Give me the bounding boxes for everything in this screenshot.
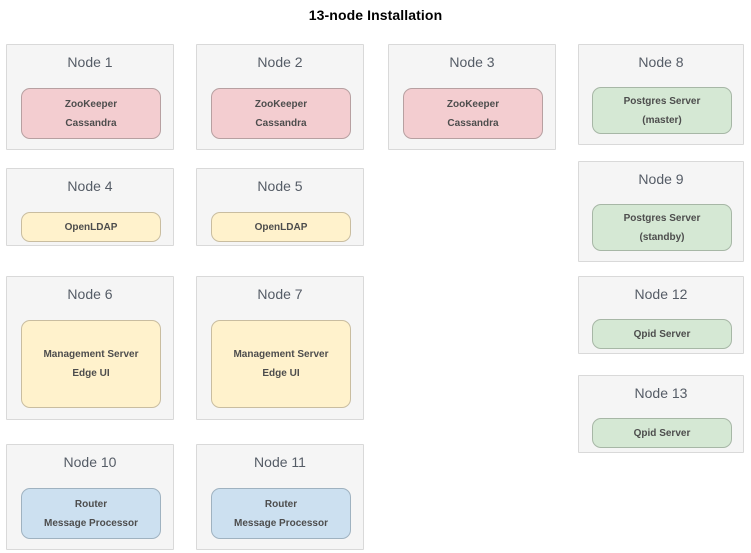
node-card-node-4[interactable]: Node 4 OpenLDAP <box>6 168 174 246</box>
service-label: ZooKeeper <box>446 98 500 110</box>
node-label: Node 5 <box>257 178 303 194</box>
service-label: Message Processor <box>234 517 328 529</box>
service-label: OpenLDAP <box>254 221 308 233</box>
service-label: Qpid Server <box>633 328 691 340</box>
service-label: Qpid Server <box>633 427 691 439</box>
service-label: OpenLDAP <box>64 221 118 233</box>
node-label: Node 11 <box>254 454 306 470</box>
node-label: Node 1 <box>67 54 113 70</box>
node-label: Node 8 <box>638 54 684 70</box>
node-label: Node 2 <box>257 54 303 70</box>
service-box[interactable]: Postgres Server (master) <box>592 87 732 134</box>
service-box[interactable]: Postgres Server (standby) <box>592 204 732 251</box>
service-box[interactable]: Qpid Server <box>592 319 732 349</box>
node-label: Node 13 <box>634 385 688 401</box>
service-label: Edge UI <box>72 368 110 379</box>
service-label: Management Server <box>43 349 139 360</box>
node-label: Node 7 <box>257 286 303 302</box>
service-label: ZooKeeper <box>254 98 308 110</box>
service-label: ZooKeeper <box>64 98 118 110</box>
node-card-node-12[interactable]: Node 12 Qpid Server <box>578 276 744 354</box>
service-label: Postgres Server <box>623 95 701 107</box>
node-card-node-13[interactable]: Node 13 Qpid Server <box>578 375 744 453</box>
service-label: (master) <box>642 114 682 126</box>
node-label: Node 6 <box>67 286 113 302</box>
node-card-node-9[interactable]: Node 9 Postgres Server (standby) <box>578 161 744 262</box>
node-label: Node 3 <box>449 54 495 70</box>
service-box[interactable]: OpenLDAP <box>21 212 161 242</box>
service-box[interactable]: OpenLDAP <box>211 212 351 242</box>
service-label: Cassandra <box>447 117 499 129</box>
service-label: Message Processor <box>44 517 138 529</box>
node-label: Node 9 <box>638 171 684 187</box>
node-card-node-5[interactable]: Node 5 OpenLDAP <box>196 168 364 246</box>
service-label: Edge UI <box>262 368 300 379</box>
service-box[interactable]: Qpid Server <box>592 418 732 448</box>
service-label: Cassandra <box>65 117 117 129</box>
service-label: Cassandra <box>255 117 307 129</box>
service-label: Router <box>264 498 298 510</box>
node-card-node-8[interactable]: Node 8 Postgres Server (master) <box>578 44 744 145</box>
node-label: Node 12 <box>634 286 688 302</box>
service-label: (standby) <box>639 231 685 243</box>
service-label: Management Server <box>233 349 329 360</box>
node-label: Node 10 <box>63 454 117 470</box>
node-label: Node 4 <box>67 178 113 194</box>
service-label: Router <box>74 498 108 510</box>
page-title: 13-node Installation <box>308 7 443 23</box>
service-label: Postgres Server <box>623 212 701 224</box>
